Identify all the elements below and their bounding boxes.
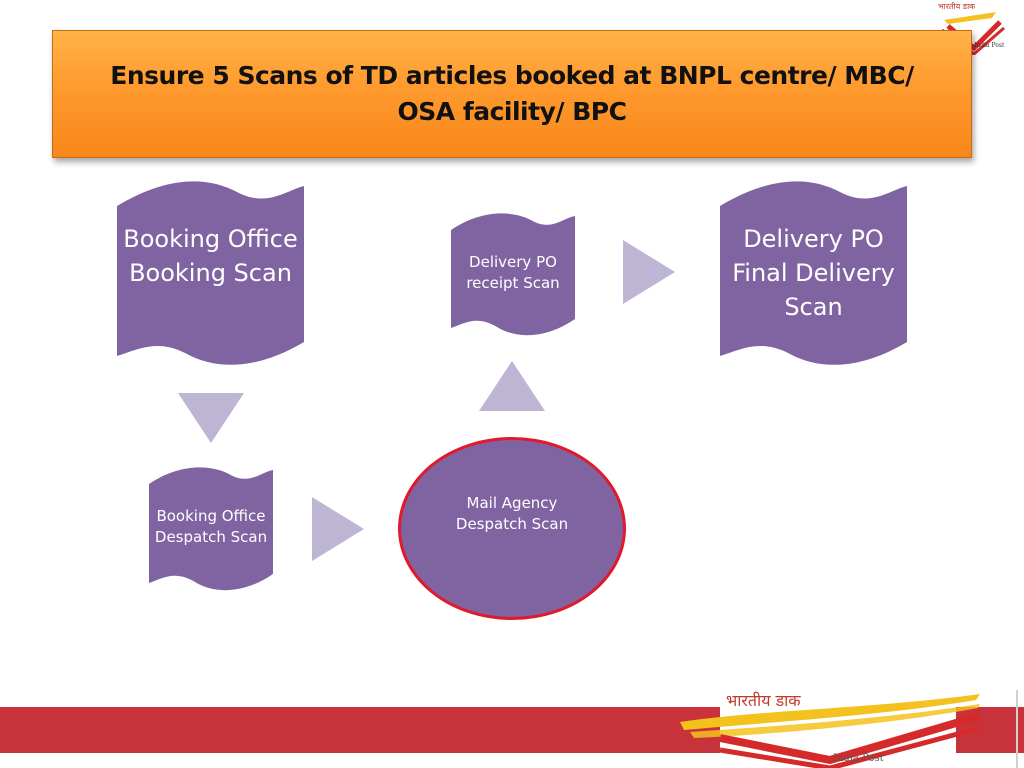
- node-label: Booking Office Despatch Scan: [154, 507, 268, 546]
- node-mail-agency-despatch-scan: Mail Agency Despatch Scan: [398, 437, 626, 620]
- india-post-logo-bottom: भारतीय डाक: [680, 688, 1010, 768]
- node-delivery-po-final-delivery-scan: Delivery PO Final Delivery Scan: [720, 180, 907, 368]
- title-banner: Ensure 5 Scans of TD articles booked at …: [52, 30, 972, 158]
- svg-text:भारतीय डाक: भारतीय डाक: [938, 1, 976, 11]
- arrow-right-top: [623, 240, 675, 304]
- arrow-up: [479, 361, 545, 411]
- logo-top-caption: India Post: [974, 42, 1005, 49]
- node-booking-office-booking-scan: Booking Office Booking Scan: [117, 180, 304, 368]
- node-label: Booking Office Booking Scan: [123, 225, 298, 287]
- logo-bottom-caption: India Post: [833, 753, 884, 764]
- node-delivery-po-receipt-scan: Delivery PO receipt Scan: [451, 212, 575, 336]
- node-label: Delivery PO receipt Scan: [466, 253, 560, 292]
- arrow-down: [178, 393, 244, 443]
- slide-title: Ensure 5 Scans of TD articles booked at …: [110, 61, 914, 126]
- logo-hindi-text: भारतीय डाक: [726, 691, 801, 710]
- node-label: Mail Agency Despatch Scan: [455, 493, 569, 533]
- node-booking-office-despatch-scan: Booking Office Despatch Scan: [149, 466, 273, 591]
- divider: [1016, 690, 1018, 768]
- node-label: Delivery PO Final Delivery Scan: [732, 225, 895, 321]
- arrow-right-bottom: [312, 497, 364, 561]
